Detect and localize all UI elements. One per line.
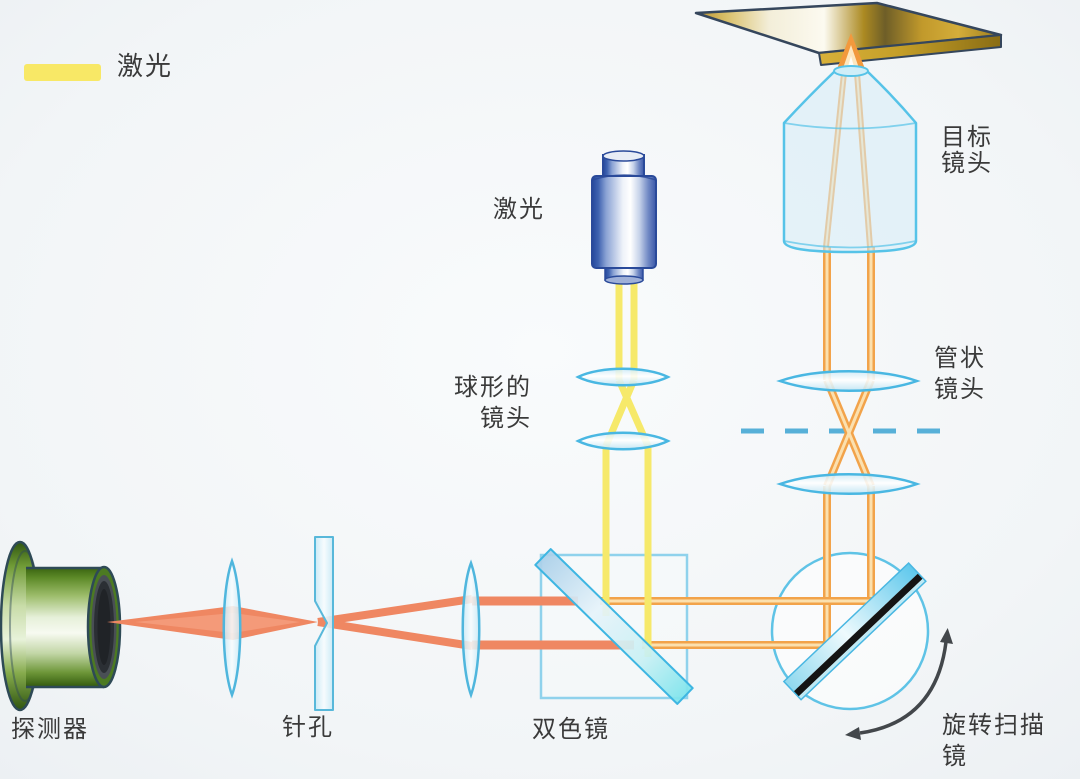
tube-lens-lower xyxy=(776,473,921,495)
detector-label: 探测器 xyxy=(11,715,89,743)
spherical-lens-lower xyxy=(575,431,671,451)
sample-stage-plate xyxy=(694,1,1003,66)
focusing-lens xyxy=(461,559,481,699)
legend-laser-swatch xyxy=(24,64,101,81)
detector-device xyxy=(0,540,122,712)
collector-lens xyxy=(222,557,242,699)
spherical-lens-upper xyxy=(575,367,671,387)
legend-laser-label: 激光 xyxy=(117,52,174,82)
spherical-lens-label: 球形的镜头 xyxy=(454,373,532,432)
dichroic-label: 双色镜 xyxy=(532,715,610,743)
tube-lens-label: 管状镜头 xyxy=(934,344,986,403)
laser-source-label: 激光 xyxy=(493,195,545,223)
objective-lens xyxy=(782,65,918,254)
objective-lens-label: 目标镜头 xyxy=(941,123,993,177)
excitation-beam-vertical xyxy=(823,247,875,661)
scan-mirror-plate xyxy=(782,562,927,701)
tube-lens-upper xyxy=(776,370,921,392)
pinhole-plate xyxy=(314,536,334,711)
rotation-arrow-icon xyxy=(845,628,953,740)
pinhole-label: 针孔 xyxy=(282,713,334,741)
laser-source-device xyxy=(591,150,657,285)
scan-mirror-label: 旋转扫描镜 xyxy=(942,711,1046,770)
emission-beam xyxy=(107,595,634,650)
dichroic-mirror-plate xyxy=(534,548,694,705)
